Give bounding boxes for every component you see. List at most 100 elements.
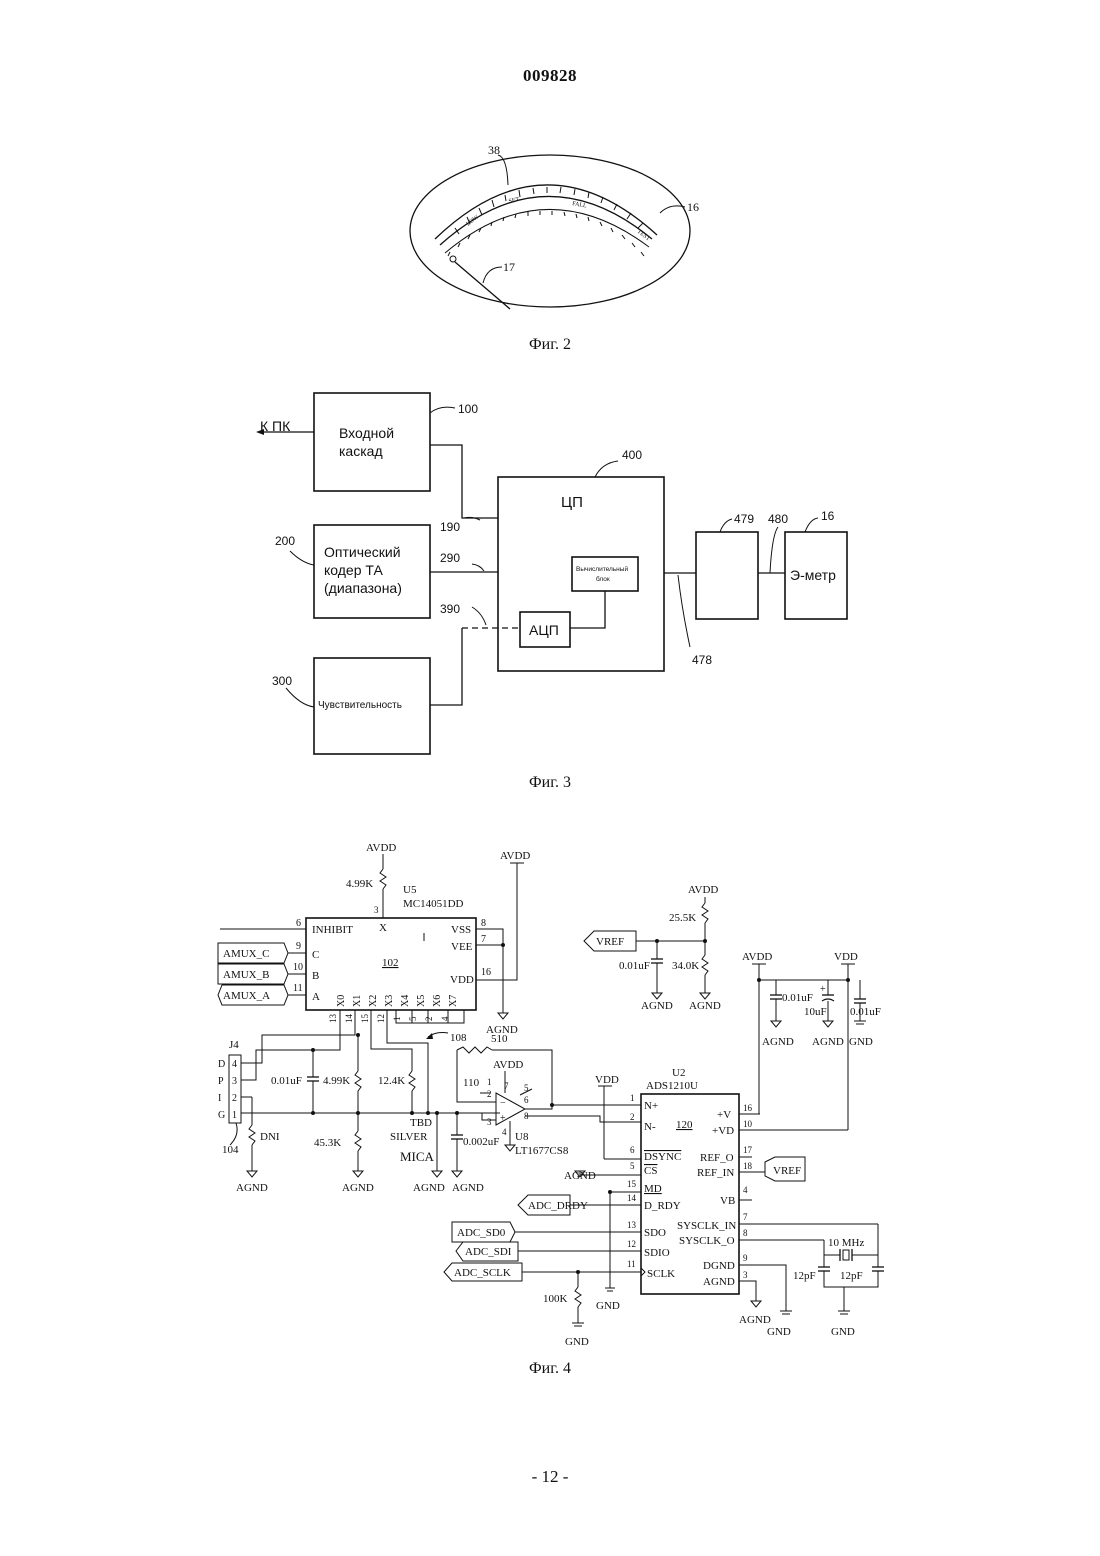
u5-pin-b: B	[312, 970, 319, 982]
vdd-label-1: VDD	[595, 1074, 619, 1086]
leader-108-arrow	[426, 1033, 433, 1039]
u2-pinnum-12: 12	[627, 1239, 636, 1249]
u5-avdd2-label: AVDD	[500, 850, 530, 862]
u5-x2: X2	[368, 995, 379, 1007]
res-100k-label: 100K	[543, 1293, 568, 1305]
u8-avdd-label: AVDD	[493, 1059, 523, 1071]
tbd-label-3: MICA	[400, 1149, 435, 1164]
j4-ref: J4	[229, 1039, 239, 1051]
u8-pin2: 2	[487, 1089, 492, 1099]
u2-pinnum-3: 3	[743, 1270, 748, 1280]
r3-label: 45.3K	[314, 1137, 341, 1149]
u2-pinnum-1: 1	[630, 1093, 635, 1103]
leader-100	[430, 407, 455, 413]
scale-mark-fall: FALL	[572, 201, 588, 209]
u2-pin-agnd: AGND	[703, 1276, 735, 1288]
u2-pin-dsync: DSYNC	[644, 1151, 681, 1163]
u8-num: 110	[463, 1077, 480, 1089]
u8-pin3: 3	[487, 1117, 492, 1127]
u2-pinnum-7: 7	[743, 1212, 748, 1222]
node-c2	[455, 1111, 459, 1115]
res-r1	[355, 1071, 361, 1091]
u2-pinnum-4: 4	[743, 1185, 748, 1195]
leader-479	[720, 519, 732, 532]
dec-c2-plate-b	[822, 999, 834, 1001]
u2-pin-sysclko: SYSCLK_O	[679, 1235, 735, 1247]
ref-290: 290	[440, 551, 460, 565]
res-dni	[249, 1125, 255, 1145]
u8-out-wire	[525, 1105, 552, 1109]
u2-pin-v: +V	[717, 1109, 731, 1121]
block-479	[696, 532, 758, 619]
agnd-symbol-10	[823, 1021, 833, 1027]
u8-part: LT1677CS8	[515, 1145, 569, 1157]
ref-108: 108	[450, 1032, 467, 1044]
ref-16: 16	[687, 200, 699, 214]
ref-479: 479	[734, 512, 754, 526]
dni-label: DNI	[260, 1131, 280, 1143]
res-25k5	[702, 903, 708, 923]
u2-pin-sdio: SDIO	[644, 1247, 670, 1259]
u5-x-pin: 3	[374, 905, 379, 915]
u5-x4: X4	[400, 995, 411, 1007]
crystal-label: 10 MHz	[828, 1237, 864, 1249]
u2-pin-cs: CS	[644, 1165, 657, 1177]
u2-pin-refin: REF_IN	[697, 1167, 734, 1179]
node-tbd	[435, 1111, 439, 1115]
u5-agnd-symbol	[498, 1013, 508, 1019]
amux-b-label: AMUX_B	[223, 969, 269, 981]
ref-190: 190	[440, 520, 460, 534]
ref-17: 17	[503, 260, 515, 274]
agnd-symbol-2	[353, 1171, 363, 1177]
j4-side-i: I	[218, 1093, 221, 1104]
u2-pin-dgnd: DGND	[703, 1260, 735, 1272]
u2-pinnum-8: 8	[743, 1228, 748, 1238]
adc-drdy-label: ADC_DRDY	[528, 1200, 588, 1212]
cap1-label: 0.01uF	[271, 1075, 302, 1087]
needle-pivot	[450, 256, 456, 262]
dec-avdd-rail	[759, 964, 760, 1114]
u2-pinnum-2: 2	[630, 1112, 635, 1122]
block-compute-label-2: блок	[596, 575, 610, 583]
leader-478	[678, 575, 690, 647]
dec-c1-label: 0.01uF	[782, 992, 813, 1004]
ref-38: 38	[488, 143, 500, 157]
fig3-block-diagram: Входной каскад К ПК 100 Оптический кодер…	[250, 385, 890, 765]
u2-pinnum-16: 16	[743, 1103, 753, 1113]
node-c1-bot	[311, 1111, 315, 1115]
adc-sdi-label: ADC_SDI	[465, 1246, 512, 1258]
u2-pinnum-10: 10	[743, 1119, 753, 1129]
u2-pin-vb: VB	[720, 1195, 735, 1207]
r2-label: 12.4K	[378, 1075, 405, 1087]
agnd-symbol-3	[432, 1171, 442, 1177]
u5-pinnum-7: 7	[481, 934, 486, 945]
u2-pin-drdy: D_RDY	[644, 1200, 681, 1212]
wire-x3	[387, 1010, 428, 1113]
block-compute-unit	[572, 557, 638, 591]
tbd-label-2: SILVER	[390, 1131, 428, 1143]
block-input-label-2: каскад	[339, 443, 383, 459]
j4-pin3: 3	[232, 1076, 237, 1087]
u5-ref: U5	[403, 884, 417, 896]
xcap-l-label: 12pF	[793, 1270, 816, 1282]
u2-pin-nplus: N+	[644, 1100, 658, 1112]
u2-pin-sclk: SCLK	[647, 1268, 675, 1280]
agnd-label-3: AGND	[413, 1182, 445, 1194]
u5-pinnum-6: 6	[296, 918, 301, 929]
node-100k	[576, 1270, 580, 1274]
leader-16	[660, 206, 685, 213]
dec-c2-plus: +	[820, 984, 826, 995]
res-34k-label: 34.0K	[672, 960, 699, 972]
gnd-label-2: GND	[767, 1326, 791, 1338]
leader-16-fig3	[805, 518, 818, 532]
u2-pin-nminus: N-	[644, 1121, 656, 1133]
dec-c2-label: 10uF	[804, 1006, 827, 1018]
u5-pinnum-16: 16	[481, 967, 491, 978]
amux-signals: AMUX_C AMUX_B AMUX_A	[218, 943, 288, 1005]
j4-side-p: P	[218, 1076, 224, 1087]
gnd-label-4: GND	[849, 1036, 873, 1048]
agnd-label-8: AGND	[641, 1000, 673, 1012]
ref-478: 478	[692, 653, 712, 667]
u5-pinnum-2: 2	[424, 1017, 434, 1022]
block-optical-label-3: (диапазона)	[324, 580, 402, 596]
